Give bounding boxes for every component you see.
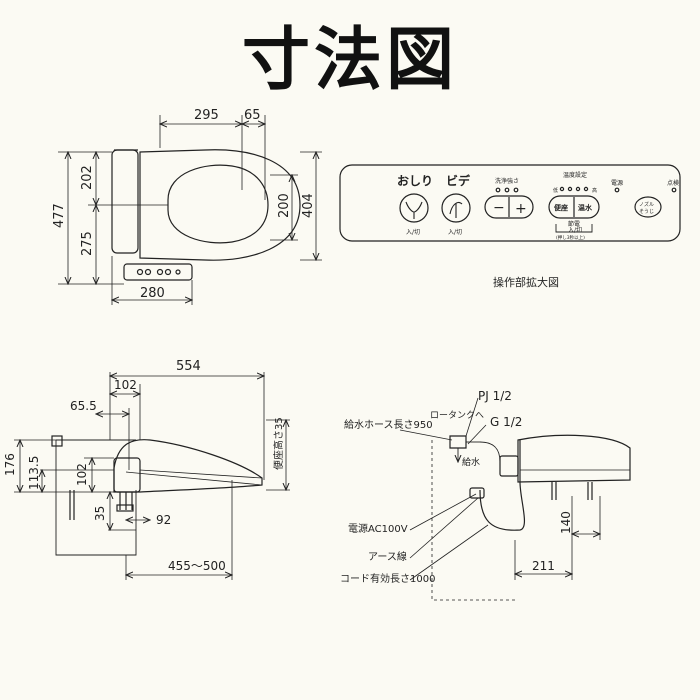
dim-176: 176 bbox=[3, 453, 17, 476]
temp-low: 低 bbox=[553, 187, 558, 194]
nozzle-label-2: そうじ bbox=[639, 208, 654, 215]
oshiri-onoff: 入/切 bbox=[406, 229, 420, 236]
dim-65-5: 65.5 bbox=[70, 399, 97, 413]
dim-35: 35 bbox=[93, 506, 107, 521]
hose-length-label: 給水ホース長さ950 bbox=[344, 418, 433, 431]
top-view-labels: 295 65 477 202 275 200 404 280 bbox=[52, 108, 316, 301]
dim-477: 477 bbox=[52, 203, 67, 228]
supply-label: 給水 bbox=[462, 456, 480, 468]
dim-295: 295 bbox=[194, 108, 219, 123]
dim-455-500: 455〜500 bbox=[168, 559, 226, 573]
dim-92: 92 bbox=[156, 513, 171, 527]
energy-note: (押し3秒以上) bbox=[556, 234, 585, 241]
oshiri-icon bbox=[405, 201, 423, 219]
bidet-icon bbox=[449, 201, 463, 218]
dim-404: 404 bbox=[301, 193, 316, 218]
energy-label-2: 入/切 bbox=[568, 227, 582, 234]
dim-65: 65 bbox=[244, 108, 261, 123]
dim-280: 280 bbox=[140, 286, 165, 301]
side-view-labels: 554 102 65.5 176 113.5 102 35 92 455〜500… bbox=[3, 359, 285, 573]
dim-140: 140 bbox=[559, 511, 573, 534]
dim-seat-height: 便座高さ35 bbox=[272, 417, 285, 470]
page-title: 寸法図 bbox=[241, 21, 458, 100]
oshiri-label: おしり bbox=[397, 174, 433, 188]
power-ac-label: 電源AC100V bbox=[348, 522, 408, 535]
temp-high: 高 bbox=[592, 187, 597, 194]
wash-strength-label: 洗浄強さ bbox=[495, 177, 519, 185]
install-view-labels: PJ 1/2 給水ホース長さ950 ロータンクへ G 1/2 給水 電源AC10… bbox=[340, 389, 573, 585]
dim-275: 275 bbox=[80, 231, 95, 256]
power-label: 電源 bbox=[611, 179, 623, 187]
dim-200: 200 bbox=[277, 193, 292, 218]
top-view bbox=[58, 115, 322, 305]
dim-102-mid: 102 bbox=[75, 463, 89, 486]
dim-102-top: 102 bbox=[114, 378, 137, 392]
earth-label: アース線 bbox=[368, 550, 407, 563]
seat-button-label: 便座 bbox=[554, 203, 568, 212]
temp-setting-label: 温度設定 bbox=[563, 171, 587, 179]
pj-label: PJ 1/2 bbox=[478, 389, 512, 403]
status-label: 点検 bbox=[667, 179, 679, 187]
energy-label-1: 節電 bbox=[568, 220, 580, 228]
water-button-label: 温水 bbox=[578, 203, 593, 212]
minus-symbol: − bbox=[493, 200, 505, 216]
nozzle-label-1: ノズル bbox=[639, 201, 654, 208]
dim-202: 202 bbox=[80, 165, 95, 190]
plus-symbol: + bbox=[515, 201, 527, 217]
dim-211: 211 bbox=[532, 559, 555, 573]
install-view bbox=[399, 397, 631, 601]
to-tank-label: ロータンクへ bbox=[430, 410, 484, 421]
g-half-label: G 1/2 bbox=[490, 415, 522, 429]
dim-554: 554 bbox=[176, 359, 201, 374]
bidet-onoff: 入/切 bbox=[448, 229, 462, 236]
control-panel-labels: おしり ビデ 入/切 入/切 洗浄強さ − + 温度設定 低 高 便座 温水 節… bbox=[397, 171, 679, 289]
bidet-label: ビデ bbox=[446, 173, 471, 188]
control-panel-icons bbox=[405, 201, 463, 219]
control-panel bbox=[339, 164, 681, 242]
dim-113-5: 113.5 bbox=[27, 456, 41, 490]
side-view bbox=[14, 372, 290, 580]
cord-length-label: コード有効長さ1000 bbox=[340, 572, 435, 585]
panel-caption: 操作部拡大図 bbox=[493, 275, 559, 289]
